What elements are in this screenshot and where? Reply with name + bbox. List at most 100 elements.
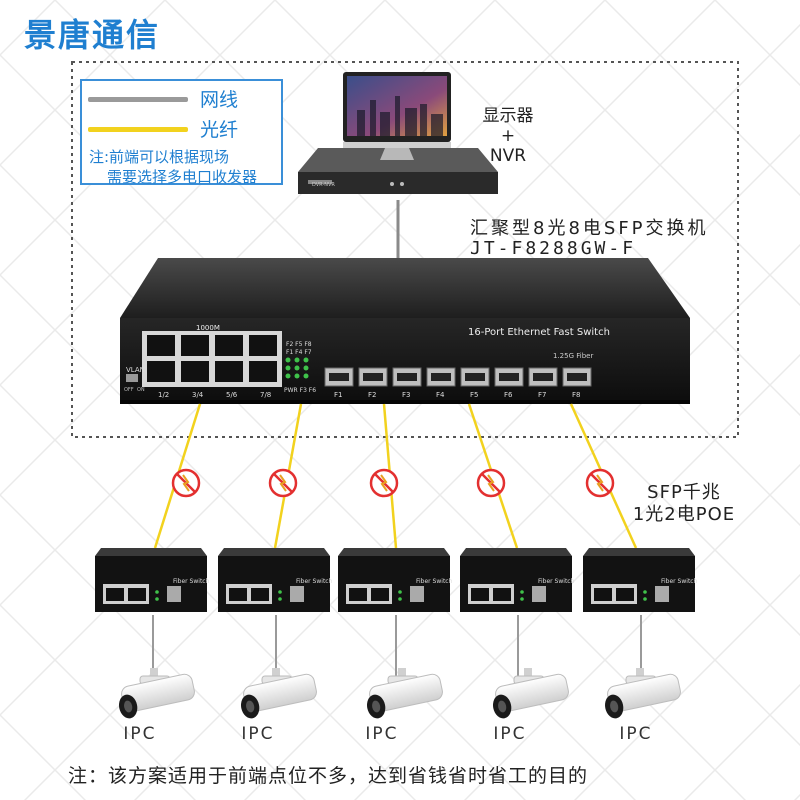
converter-led <box>643 590 647 594</box>
camera-lens-inner <box>246 700 255 713</box>
off-label: OFF <box>124 387 134 393</box>
sfp-port-label: F4 <box>436 391 445 399</box>
converter-rj45-port <box>106 588 124 601</box>
brand-title: 景唐通信 <box>24 16 161 54</box>
sfp-port-slot <box>329 373 349 381</box>
lightning-icon <box>279 474 287 492</box>
converter-sfp-port <box>167 586 181 602</box>
converter-led <box>155 597 159 601</box>
converter-rj45-port <box>471 588 489 601</box>
fiber-legend-label: 光纤 <box>200 119 239 141</box>
monitor-device <box>343 72 451 160</box>
converter-top <box>460 548 572 556</box>
camera-mount <box>272 668 280 682</box>
sfp-port-slot <box>499 373 519 381</box>
camera-mount <box>524 668 532 682</box>
led-label-top: F2 F5 F8 <box>286 341 312 348</box>
legend-note-line1: 注:前端可以根据现场 <box>89 148 230 166</box>
converter-label: Fiber Switch <box>173 578 210 585</box>
converter-label: Fiber Switch <box>416 578 453 585</box>
switch-title: 汇聚型8光8电SFP交换机 <box>470 218 709 239</box>
camera-lens-inner <box>610 700 619 713</box>
ipc-label-5: IPC <box>619 724 653 744</box>
sfp-port-label: F5 <box>470 391 478 399</box>
converter-led <box>155 590 159 594</box>
sfp-port-label: F3 <box>402 391 410 399</box>
nvr-badge: DVR-NVR <box>312 182 335 188</box>
sfp-port-label: F7 <box>538 391 546 399</box>
cable-legend-line <box>88 97 188 102</box>
converter-top <box>95 548 207 556</box>
converter-led <box>278 590 282 594</box>
converter-led <box>643 597 647 601</box>
on-label: ON <box>137 387 145 393</box>
legend-box: 网线 光纤 注:前端可以根据现场 需要选择多电口收发器 <box>80 79 283 187</box>
rj45-header: 1000M <box>196 324 220 332</box>
camera-lens-inner <box>372 700 381 713</box>
lightning-icon <box>380 474 388 492</box>
rj45-port-label: 3/4 <box>192 391 204 399</box>
sfp-label-line1: SFP千兆 <box>647 482 721 503</box>
converter-rj45-port <box>251 588 269 601</box>
cable-legend-label: 网线 <box>200 89 239 111</box>
sfp-port-label: F1 <box>334 391 342 399</box>
rj45-port-label: 1/2 <box>158 391 169 399</box>
rj45-port-label: 5/6 <box>226 391 238 399</box>
fiber-legend-line <box>88 127 188 132</box>
converter-label: Fiber Switch <box>296 578 333 585</box>
converter-sfp-port <box>290 586 304 602</box>
sfp-label-line2: 1光2电POE <box>632 504 736 525</box>
lightning-icon <box>487 474 495 492</box>
footer-note: 注：该方案适用于前端点位不多，达到省钱省时省工的目的 <box>68 765 589 787</box>
camera-lens-inner <box>124 700 133 713</box>
monitor-label-line2: + <box>500 126 516 146</box>
sfp-port-slot <box>397 373 417 381</box>
converter-led <box>278 597 282 601</box>
converter-top <box>338 548 450 556</box>
fiber-header: 1.25G Fiber <box>553 352 593 360</box>
converter-led <box>520 597 524 601</box>
led-label-bottom: PWR F3 F6 <box>284 387 316 394</box>
sfp-port-slot <box>533 373 553 381</box>
sfp-port-label: F2 <box>368 391 376 399</box>
camera-mount <box>150 668 158 682</box>
vlan-label: VLAN <box>126 366 145 374</box>
sfp-converter-label: SFP千兆 1光2电POE <box>628 482 740 526</box>
converter-label: Fiber Switch <box>538 578 575 585</box>
monitor-nvr-label: 显示器 + NVR <box>476 106 540 166</box>
sfp-port-slot <box>567 373 587 381</box>
converter-rj45-port <box>229 588 247 601</box>
switch-zone-border <box>71 61 739 438</box>
lightning-icon <box>182 474 190 492</box>
converter-rj45-port <box>493 588 511 601</box>
camera-mount <box>398 668 406 682</box>
sfp-port-label: F8 <box>572 391 580 399</box>
switch-panel-title: 16-Port Ethernet Fast Switch <box>468 327 610 338</box>
led-label-mid: F1 F4 F7 <box>286 349 312 356</box>
ipc-label-3: IPC <box>365 724 399 744</box>
converter-top <box>218 548 330 556</box>
ipc-label-2: IPC <box>241 724 275 744</box>
legend-note-line2: 需要选择多电口收发器 <box>107 168 258 186</box>
converter-rj45-port <box>594 588 612 601</box>
converter-rj45-port <box>616 588 634 601</box>
ipc-label-4: IPC <box>493 724 527 744</box>
converter-top <box>583 548 695 556</box>
converter-led <box>398 590 402 594</box>
camera-lens-inner <box>498 700 507 713</box>
switch-model: JT-F8288GW-F <box>470 238 637 259</box>
converter-sfp-port <box>410 586 424 602</box>
converter-label: Fiber Switch <box>661 578 698 585</box>
converter-led <box>520 590 524 594</box>
legend-note: 注:前端可以根据现场 需要选择多电口收发器 <box>89 147 257 187</box>
lightning-icon <box>596 474 604 492</box>
ipc-label-1: IPC <box>123 724 157 744</box>
monitor-label-line1: 显示器 <box>482 106 534 126</box>
converter-sfp-port <box>655 586 669 602</box>
converter-sfp-port <box>532 586 546 602</box>
converter-rj45-port <box>371 588 389 601</box>
sfp-port-slot <box>363 373 383 381</box>
sfp-port-slot <box>465 373 485 381</box>
